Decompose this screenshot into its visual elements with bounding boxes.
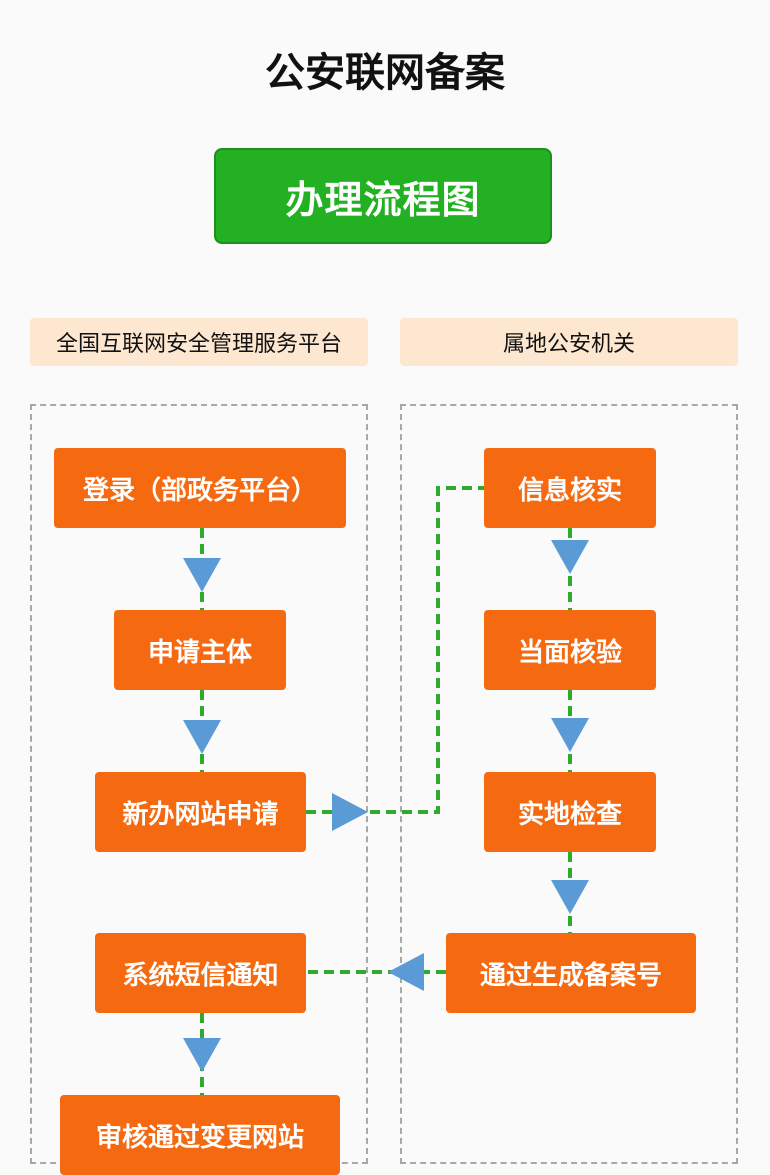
page-title: 公安联网备案: [265, 50, 505, 96]
arrow-left-icon: [388, 953, 424, 991]
arrow-down-icon: [183, 1038, 221, 1072]
node-verify-info: 信息核实: [484, 448, 656, 528]
node-site-check: 实地检查: [484, 772, 656, 852]
arrow-down-icon: [551, 718, 589, 752]
arrow-down-icon: [183, 558, 221, 592]
flowchart-banner: 办理流程图: [214, 148, 552, 244]
node-generate-record-number: 通过生成备案号: [446, 933, 696, 1013]
node-change-site: 审核通过变更网站: [60, 1095, 340, 1175]
arrow-right-icon: [332, 793, 368, 831]
node-subject: 申请主体: [114, 610, 286, 690]
arrow-down-icon: [551, 540, 589, 574]
node-face-check: 当面核验: [484, 610, 656, 690]
arrow-down-icon: [551, 880, 589, 914]
connectors: [183, 486, 589, 1095]
arrow-down-icon: [183, 720, 221, 754]
lane-header-national-platform: 全国互联网安全管理服务平台: [30, 318, 368, 366]
node-sms-notice: 系统短信通知: [95, 933, 306, 1013]
connector-new-site-to-verify: [306, 486, 484, 814]
node-login: 登录（部政务平台）: [54, 448, 346, 528]
node-new-site-application: 新办网站申请: [95, 772, 306, 852]
lane-header-local-police: 属地公安机关: [400, 318, 738, 366]
